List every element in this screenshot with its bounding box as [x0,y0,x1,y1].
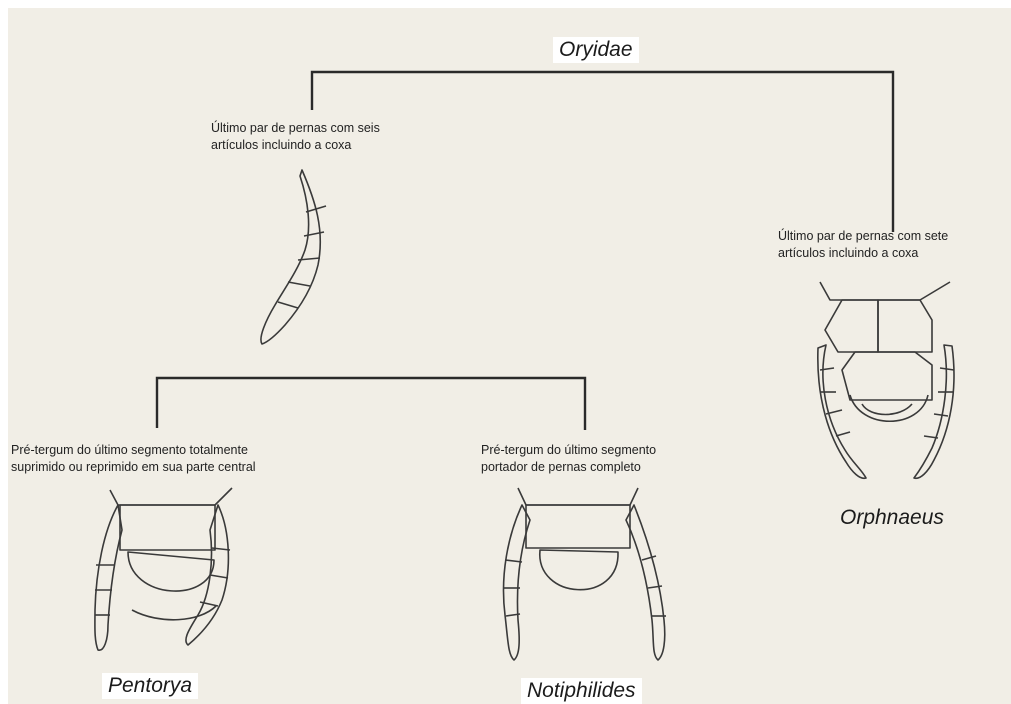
root-taxon-label: Oryidae [553,37,639,63]
taxon-label-pentorya: Pentorya [102,673,198,699]
character-pretergum-suppressed: Pré-tergum do último segmento totalmente… [11,442,256,476]
taxon-label-orphnaeus: Orphnaeus [834,505,950,531]
taxon-label-notiphilides: Notiphilides [521,678,642,704]
leg-six-articles-drawing [261,170,326,344]
pentorya-drawing [95,488,232,650]
notiphilides-drawing [504,488,666,660]
orphnaeus-drawing [818,282,954,478]
root-branch [312,72,893,232]
character-pretergum-complete: Pré-tergum do último segmento portador d… [481,442,656,476]
character-seven-articles: Último par de pernas com sete artículos … [778,228,948,262]
six-articles-branch [157,378,585,430]
character-six-articles: Último par de pernas com seis artículos … [211,120,380,154]
